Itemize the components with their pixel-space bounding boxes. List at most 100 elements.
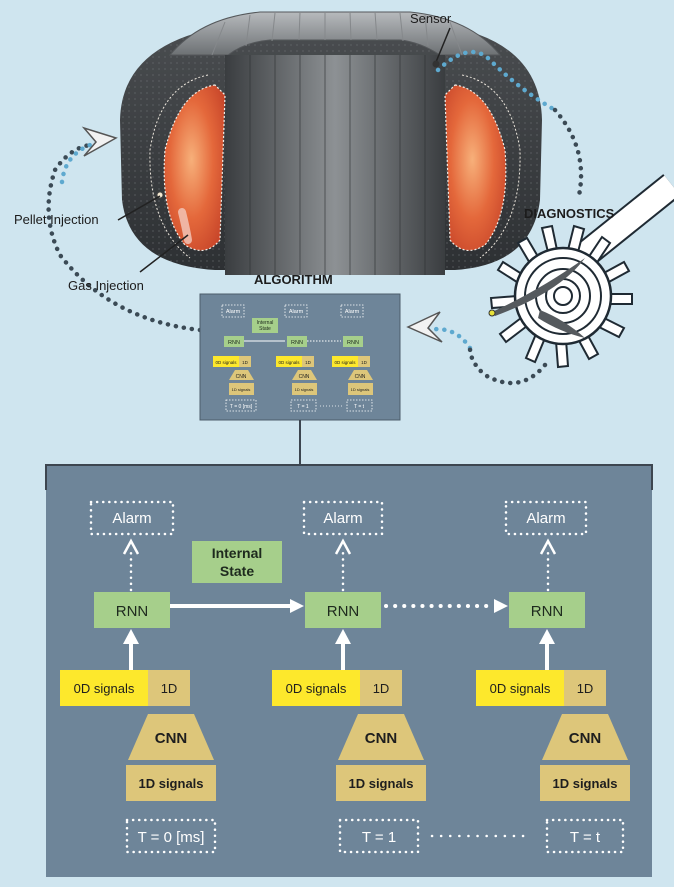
mini-alarm-text: Alarm [289,309,304,315]
arrow-up-icon [335,629,351,644]
signals-1d-box [564,670,606,706]
pellet-injection-label: Pellet Injection [14,212,99,227]
mini-1d-signals-text: 1D signals [351,387,370,392]
cnn-trapezoid [128,714,214,760]
alarm-box [504,500,588,536]
mini-time-step: T = t [354,404,365,410]
cnn-blocks [128,714,628,760]
internal-state-line2: State [220,563,254,579]
arrowhead-icon [81,126,118,157]
mini-cnn-text: CNN [236,374,247,380]
mini-1d-signals-text: 1D signals [295,387,314,392]
mini-time-step: T = 0 [ms] [230,404,253,410]
signals-0d-label: 0D signals [286,681,347,696]
internal-state-box [192,541,282,583]
mini-1d-text: 1D [242,360,249,365]
diagnostics-instrument [488,174,674,369]
signals-1d-label: 1D signals [348,776,413,791]
diagnostics-label: DIAGNOSTICS [524,206,615,221]
signal-bars [60,670,606,706]
time-step-box [125,818,217,854]
cnn-trapezoid [542,714,628,760]
arrowhead-icon [406,311,443,343]
arrow-up-icon [539,538,557,555]
arrow-up-icon [334,538,352,555]
time-step-box [545,818,625,854]
time-step-label: T = 1 [362,829,396,846]
arrow-right-icon [290,599,304,613]
time-step-label: T = 0 [ms] [138,829,205,846]
mini-rnn-text: RNN [347,340,359,346]
arrow-up-icon [123,629,139,644]
rnn-label: RNN [116,603,149,620]
signals-1d-label: 1D signals [552,776,617,791]
signals-1d-label: 1D signals [138,776,203,791]
rnn-box [305,592,381,628]
diagnostics-to-algorithm-path [406,311,548,386]
rnn-box [94,592,170,628]
signals-1d-input-box [336,765,426,801]
signals-0d-box [60,670,148,706]
mini-internal-state-line1: Internal [257,320,274,326]
mini-cnn-text: CNN [299,374,310,380]
mini-cnn-text: CNN [355,374,366,380]
time-step-boxes [125,818,625,854]
signals-1d-short-label: 1D [373,681,390,696]
cnn-label: CNN [569,730,602,747]
arrow-up-icon [539,629,555,644]
mini-rnn-text: RNN [228,340,240,346]
signals-0d-label: 0D signals [490,681,551,696]
mini-0d-signals-text: 0D signals [215,360,237,365]
mini-1d-signals-text: 1D signals [232,387,251,392]
algorithm-thumbnail: Alarm Alarm Alarm Internal State RNN RNN… [199,293,401,421]
signals-0d-box [272,670,360,706]
internal-state-line1: Internal [212,545,263,561]
rnn-label: RNN [327,603,360,620]
sensor-leader-line [435,27,451,63]
mini-rnn-text: RNN [291,340,303,346]
signals-0d-label: 0D signals [74,681,135,696]
pellet-leader-line [117,195,161,221]
mini-1d-text: 1D [361,360,368,365]
signals-to-rnn-arrows [123,629,555,670]
alarm-boxes [89,500,588,536]
cnn-label: CNN [155,730,188,747]
mini-0d-signals-text: 0D signals [278,360,300,365]
rnn-label: RNN [531,603,564,620]
cnn-trapezoid [338,714,424,760]
rnn-box [509,592,585,628]
tokamak [120,11,542,275]
rnn-boxes [94,592,585,628]
cnn-label: CNN [365,730,398,747]
signals-1d-input-box [126,765,216,801]
signals-1d-short-label: 1D [161,681,178,696]
algorithm-to-tokamak-path [46,126,203,333]
time-step-label: T = t [570,829,601,846]
gas-leader-line [139,234,189,273]
mini-alarm-text: Alarm [226,309,241,315]
mini-internal-state-line2: State [259,326,271,332]
rnn-to-alarm-arrows [122,538,557,592]
sensor-marker [432,60,440,68]
signals-1d-box [148,670,190,706]
arrow-right-icon [494,599,508,613]
rnn-state-arrows [170,599,508,613]
mini-1d-text: 1D [305,360,312,365]
algorithm-label: ALGORITHM [254,272,333,287]
mini-alarm-text: Alarm [345,309,360,315]
mini-0d-signals-text: 0D signals [334,360,356,365]
alarm-label: Alarm [323,510,362,527]
sensor-to-diagnostics-path [435,49,584,203]
signals-1d-inputs [126,765,630,801]
gas-injection-label: Gas Injection [68,278,144,293]
signals-1d-input-box [540,765,630,801]
sensor-label: Sensor [410,11,452,26]
mini-time-step: T = 1 [297,404,309,410]
signals-0d-box [476,670,564,706]
alarm-box [89,500,175,536]
arrow-up-icon [122,538,140,555]
signals-1d-short-label: 1D [577,681,594,696]
signals-1d-box [360,670,402,706]
alarm-label: Alarm [526,510,565,527]
